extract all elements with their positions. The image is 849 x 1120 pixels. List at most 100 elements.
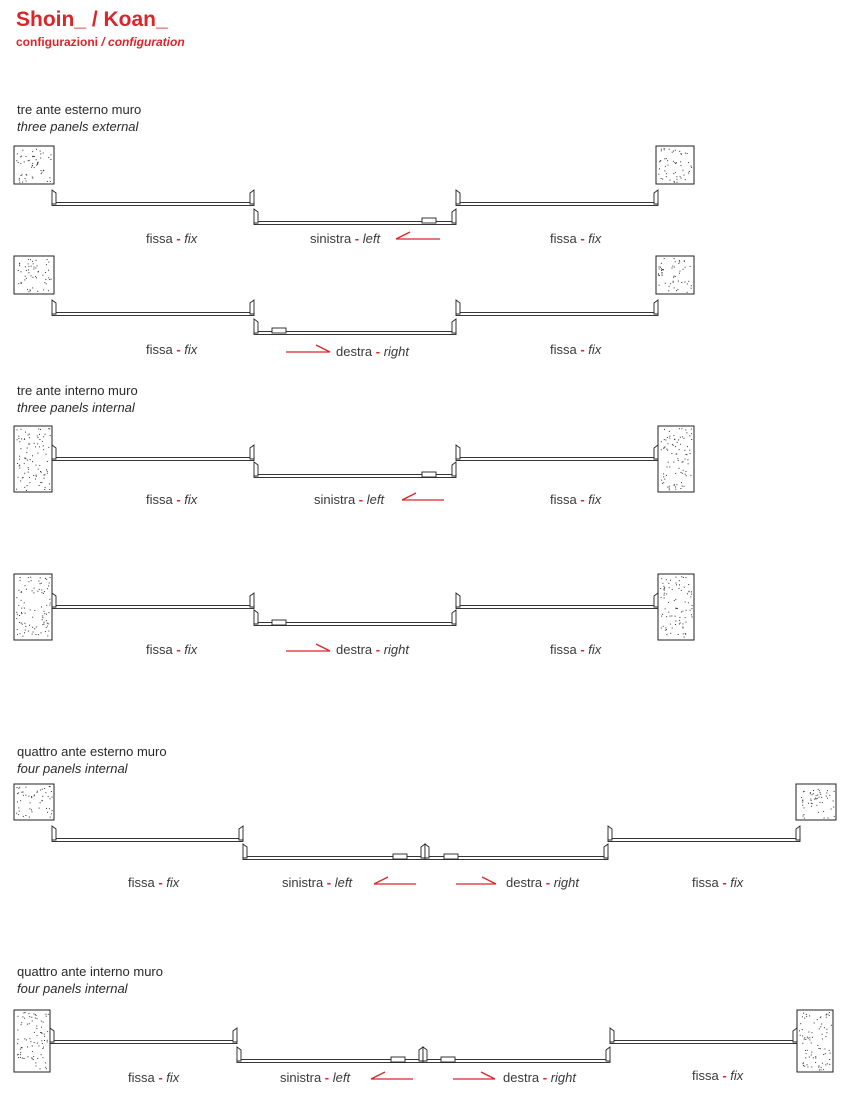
wall-speckle xyxy=(674,162,676,164)
wall-speckle xyxy=(685,454,687,455)
wall-speckle xyxy=(41,592,43,594)
wall-speckle xyxy=(665,579,667,581)
wall-speckle xyxy=(42,152,44,154)
label-italian: fissa xyxy=(146,342,173,357)
wall-speckle xyxy=(660,150,662,152)
wall-speckle xyxy=(29,290,31,292)
wall-speckle xyxy=(678,272,680,274)
wall-speckle xyxy=(31,809,32,811)
wall-speckle xyxy=(803,807,805,809)
wall-speckle xyxy=(28,468,30,470)
wall-speckle xyxy=(26,447,28,449)
wall-speckle xyxy=(49,181,51,182)
wall-speckle xyxy=(690,287,692,289)
wall-speckle xyxy=(672,281,674,283)
wall-speckle xyxy=(663,148,665,149)
wall-speckle xyxy=(673,173,675,175)
wall-speckle xyxy=(19,1056,21,1058)
wall-speckle xyxy=(48,277,50,279)
wall-speckle xyxy=(684,260,685,262)
label-separator: - xyxy=(372,642,384,657)
wall-section xyxy=(657,425,695,493)
wall-speckle xyxy=(43,621,45,623)
wall-speckle xyxy=(664,282,666,284)
wall-speckle xyxy=(27,263,29,265)
wall-speckle xyxy=(29,624,30,626)
wall-speckle xyxy=(673,276,675,278)
wall-speckle xyxy=(17,634,18,636)
panel-end-profile xyxy=(253,208,259,224)
wall-speckle xyxy=(661,578,663,580)
wall-speckle xyxy=(682,610,684,612)
panel-end-profile xyxy=(609,1027,615,1043)
wall-speckle xyxy=(663,149,665,151)
wall-speckle xyxy=(676,181,678,183)
wall-speckle xyxy=(28,433,30,435)
wall-speckle xyxy=(807,1066,809,1068)
wall-speckle xyxy=(833,790,835,792)
panel-end-profile xyxy=(792,1027,798,1043)
wall-speckle xyxy=(21,612,22,613)
wall-speckle xyxy=(20,155,22,157)
label-english: fix xyxy=(730,875,744,890)
wall-section xyxy=(655,145,695,185)
panel-end-profile xyxy=(238,825,244,841)
label-english: fix xyxy=(588,492,602,507)
panel-rail xyxy=(51,202,255,206)
wall-speckle xyxy=(35,267,37,269)
wall-speckle xyxy=(808,802,809,804)
label-italian: fissa xyxy=(146,642,173,657)
wall-speckle xyxy=(38,271,39,273)
wall-speckle xyxy=(805,1053,807,1055)
wall-speckle xyxy=(44,282,46,284)
wall-speckle xyxy=(688,162,690,164)
wall-speckle xyxy=(682,626,684,628)
wall-speckle xyxy=(45,627,47,629)
section-heading-three-internal: tre ante interno muro three panels inter… xyxy=(17,382,138,416)
wall-speckle xyxy=(30,580,32,582)
wall-speckle xyxy=(43,477,45,479)
wall-speckle xyxy=(659,168,660,170)
wall-speckle xyxy=(682,169,684,171)
wall-speckle xyxy=(32,177,34,179)
panel-end-profile xyxy=(605,1046,611,1062)
panel-rail xyxy=(455,457,659,461)
wall-speckle xyxy=(18,465,20,467)
wall-speckle xyxy=(40,173,42,175)
wall-speckle xyxy=(40,582,42,584)
wall-speckle xyxy=(47,811,48,813)
wall-speckle xyxy=(48,582,50,584)
wall-speckle xyxy=(678,580,680,582)
wall-speckle xyxy=(27,434,29,436)
wall-speckle xyxy=(21,1057,23,1059)
wall-speckle xyxy=(679,176,681,178)
wall-speckle xyxy=(688,584,690,585)
wall-speckle xyxy=(810,798,812,800)
wall-speckle xyxy=(32,156,34,157)
wall-speckle xyxy=(43,436,45,438)
wall-speckle xyxy=(18,435,20,437)
wall-speckle xyxy=(658,268,660,270)
label-english: fix xyxy=(166,875,180,890)
wall-speckle xyxy=(825,1013,827,1015)
wall-speckle xyxy=(663,482,665,484)
wall-speckle xyxy=(33,795,35,797)
wall-speckle xyxy=(47,1031,49,1033)
wall-speckle xyxy=(687,463,689,465)
wall-speckle xyxy=(690,428,692,430)
wall-speckle xyxy=(806,1015,808,1017)
wall-speckle xyxy=(34,610,36,611)
wall-speckle xyxy=(27,577,29,579)
wall-speckle xyxy=(19,786,21,788)
wall-speckle xyxy=(31,166,33,168)
wall-speckle xyxy=(670,632,672,634)
wall-speckle xyxy=(816,804,818,806)
wall-speckle xyxy=(20,480,22,482)
section-title-italian: tre ante esterno muro xyxy=(17,102,142,117)
wall-speckle xyxy=(688,280,690,282)
wall-speckle xyxy=(668,430,670,432)
wall-speckle xyxy=(17,1015,19,1017)
wall-speckle xyxy=(680,488,682,489)
wall-speckle xyxy=(36,1042,38,1044)
wall-speckle xyxy=(686,291,688,293)
